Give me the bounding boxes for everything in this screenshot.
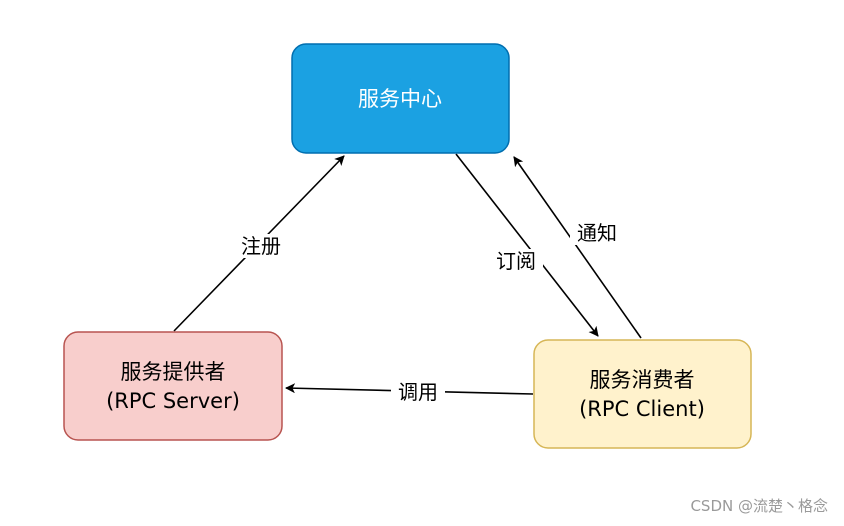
registry-box xyxy=(291,43,510,154)
provider-label: 服务提供者 xyxy=(121,360,226,384)
edge-register: 注册 xyxy=(173,155,345,332)
provider-box xyxy=(63,331,283,441)
register-label-bg xyxy=(234,234,288,258)
consumer-sublabel: (RPC Client) xyxy=(579,397,705,421)
invoke-label: 调用 xyxy=(398,380,438,404)
edge-notify: 通知 xyxy=(513,156,642,339)
watermark-text: CSDN @流楚丶格念 xyxy=(690,497,828,515)
node-consumer: 服务消费者 (RPC Client) xyxy=(533,339,752,449)
node-registry: 服务中心 xyxy=(291,43,510,154)
edge-invoke: 调用 xyxy=(285,380,534,404)
consumer-label: 服务消费者 xyxy=(590,368,695,392)
notify-label-bg xyxy=(570,221,624,245)
subscribe-label-bg xyxy=(489,249,543,273)
consumer-box xyxy=(533,339,752,449)
notify-arrow xyxy=(513,156,642,339)
node-provider: 服务提供者 (RPC Server) xyxy=(63,331,283,441)
register-label: 注册 xyxy=(241,234,281,258)
subscribe-arrow xyxy=(455,153,599,337)
edge-subscribe: 订阅 xyxy=(455,153,599,337)
notify-label: 通知 xyxy=(577,221,617,245)
provider-sublabel: (RPC Server) xyxy=(106,389,240,413)
invoke-label-bg xyxy=(391,380,445,404)
registry-label: 服务中心 xyxy=(358,87,442,111)
subscribe-label: 订阅 xyxy=(496,249,536,273)
